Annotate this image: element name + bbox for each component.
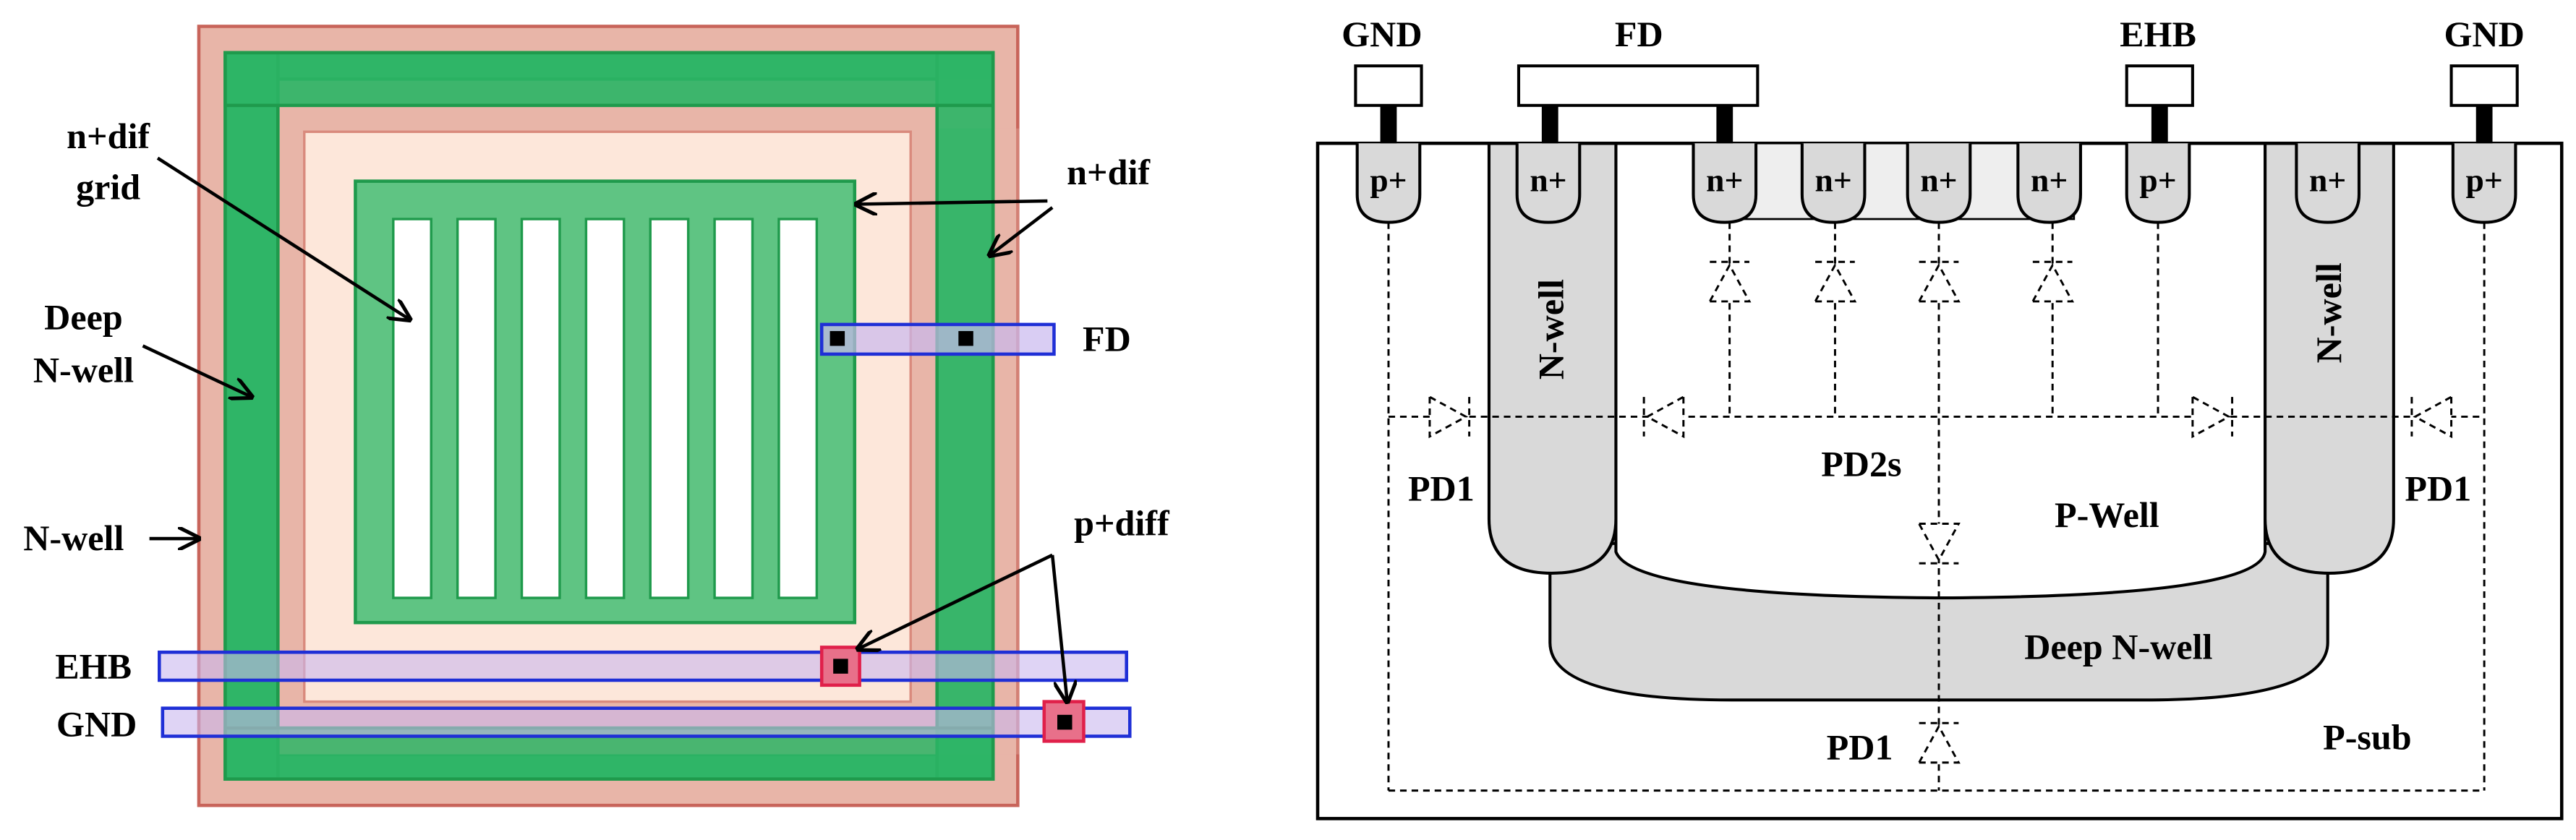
arrow-ndif-grid-edge [856,201,1048,205]
implant-label: p+ [1370,161,1407,198]
ndif-top-band [223,51,995,108]
nwell-left-region [1487,143,1618,575]
arrow-pdiff-ehb [858,553,1054,649]
label-deep-nwell: Deep N-well [2024,626,2212,667]
fd-metal-line [819,322,1056,356]
implant-label: p+ [2465,161,2502,198]
label-ndif-grid-1: n+dif [67,116,150,156]
layout-view: n+dif grid n+dif Deep N-well N-well FD p… [23,25,1170,807]
arrow-deep-nwell [142,344,251,397]
implant-label: n+ [1815,161,1852,198]
grid-finger [392,218,432,599]
grid-finger [713,218,754,599]
nwell-right-region [2264,143,2395,575]
implant-p-gnd-right: p+ [2451,143,2517,224]
pwell-region [1614,142,2267,600]
diode-wiring [1387,222,2486,792]
terminal-gnd-left [1354,64,1423,144]
implant-label: p+ [2139,161,2176,198]
label-pd1-right: PD1 [2405,468,2471,509]
top-label-gnd-left: GND [1342,14,1422,54]
grid-finger [520,218,561,599]
grid-finger [649,218,690,599]
ndif-strip [1726,142,2076,220]
top-label-gnd-right: GND [2444,14,2524,54]
ehb-metal-line [157,650,1128,682]
label-gnd: GND [56,703,137,744]
label-nwell: N-well [23,518,124,558]
ehb-contact [833,659,848,674]
top-label-fd: FD [1615,14,1663,54]
label-pd1-bottom: PD1 [1827,727,1893,767]
arrow-pdiff-gnd [1050,554,1067,702]
terminal-fd [1517,64,1760,144]
grid-finger [584,218,626,599]
implant-n-nwell-left: n+ [1515,143,1582,224]
grid-finger [777,218,819,599]
label-deep-nwell-1: Deep [44,297,123,338]
implant-p-gnd-left: p+ [1355,143,1422,224]
fd-contact [958,330,973,346]
terminal-ehb [2125,64,2194,144]
terminal-gnd-right [2449,64,2519,144]
label-psub: P-sub [2323,717,2412,758]
implant-label: n+ [1706,161,1743,198]
label-ndif-grid-2: grid [76,167,140,207]
label-ndif: n+dif [1067,152,1151,192]
gnd-contact [1057,714,1072,730]
implant-n-nwell-right: n+ [2295,143,2361,224]
label-pwell: P-Well [2055,494,2159,535]
label-ehb: EHB [55,646,132,687]
implant-n-fd: n+ [1692,143,1758,224]
grid-fingers [392,218,819,599]
label-pd1-left: PD1 [1408,468,1475,509]
implant-label: n+ [2309,161,2346,198]
implant-label: n+ [1530,161,1566,198]
cross-section-view: p+ n+ n+ n+ n+ n+ p+ n+ [1315,14,2564,820]
label-deep-nwell-2: N-well [33,350,134,390]
label-pdiff: p+diff [1074,502,1170,543]
top-label-ehb: EHB [2120,14,2196,54]
implant-n-2: n+ [1800,143,1867,224]
implant-p-ehb: p+ [2125,143,2191,224]
label-nwell-right: N-well [2308,262,2349,363]
label-nwell-left: N-well [1530,279,1571,380]
label-pd2s: PD2s [1821,443,1901,484]
implant-label: n+ [1920,161,1957,198]
arrow-ndif-grid [156,156,410,320]
arrow-ndif-band [990,206,1054,255]
label-fd: FD [1083,318,1131,359]
implant-n-3: n+ [1906,143,1972,224]
gnd-metal-line [161,706,1132,738]
implant-n-4: n+ [2016,143,2082,224]
grid-finger [456,218,497,599]
fd-contact [829,330,845,346]
implant-label: n+ [2031,161,2068,198]
